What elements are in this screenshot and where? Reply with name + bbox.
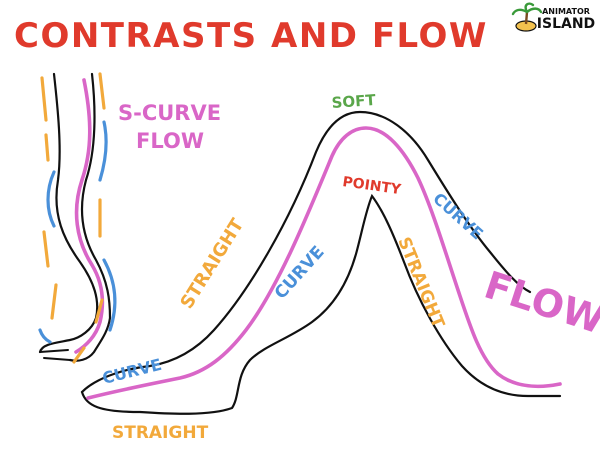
- standing-curve-mark: [46, 170, 56, 228]
- bent-leg-outer-outline: [80, 110, 532, 394]
- standing-curve-mark: [38, 328, 52, 344]
- label-straight-upper-left: STRAIGHT: [176, 215, 248, 313]
- animator-island-logo: ANIMATOR ISLAND: [511, 2, 595, 32]
- bent-leg-flow-line: [86, 126, 562, 400]
- bent-leg-drawing: [80, 110, 562, 415]
- standing-straight-mark: [94, 298, 104, 324]
- label-flow-big: FLOW: [479, 263, 600, 343]
- label-s-curve-flow: FLOW: [136, 129, 204, 153]
- logo-line1: ANIMATOR: [542, 7, 590, 16]
- label-straight-bottom: STRAIGHT: [112, 423, 209, 443]
- label-soft: SOFT: [331, 91, 377, 112]
- standing-straight-mark: [72, 346, 86, 364]
- logo-line2: ISLAND: [537, 16, 595, 32]
- standing-leg-front-outline: [68, 72, 112, 362]
- standing-straight-mark: [44, 133, 50, 162]
- standing-curve-mark: [102, 258, 117, 332]
- standing-leg-back-outline: [38, 72, 99, 354]
- standing-straight-mark: [50, 283, 58, 320]
- label-straight-right: STRAIGHT: [393, 234, 448, 331]
- label-s-curve: S-CURVE: [118, 101, 221, 125]
- standing-leg-drawing: [38, 72, 117, 364]
- standing-curve-mark: [98, 120, 108, 182]
- standing-leg-flow-line: [74, 78, 105, 354]
- standing-straight-mark: [40, 76, 48, 122]
- page-title: CONTRASTS AND FLOW: [14, 16, 488, 56]
- bent-leg-inner-outline: [80, 193, 562, 415]
- palm-tree-icon: [511, 2, 543, 32]
- standing-straight-mark: [42, 230, 50, 268]
- standing-straight-mark: [98, 72, 106, 110]
